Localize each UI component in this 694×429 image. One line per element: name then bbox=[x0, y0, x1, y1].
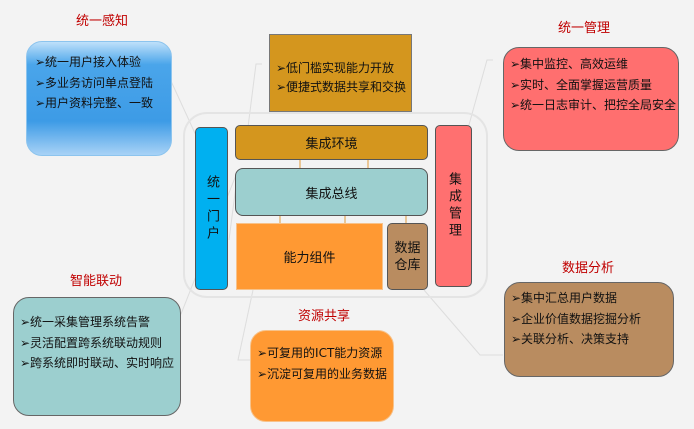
sharing-title: 资源共享 bbox=[297, 309, 350, 324]
openness-item: ➢低门槛实现能力开放 bbox=[276, 61, 395, 75]
bus-block: 集成总线 bbox=[235, 168, 428, 216]
analysis-item: ➢关联分析、决策支持 bbox=[511, 332, 630, 346]
management-box: ➢集中监控、高效运维 ➢实时、全面掌握运营质量 ➢统一日志审计、把控全局安全 bbox=[503, 47, 679, 151]
perception-item: ➢统一用户接入体验 bbox=[35, 55, 142, 69]
analysis-box: ➢集中汇总用户数据 ➢企业价值数据挖掘分析 ➢关联分析、决策支持 bbox=[504, 282, 674, 377]
management-item: ➢统一日志审计、把控全局安全 bbox=[510, 98, 677, 112]
perception-item: ➢用户资料完整、一致 bbox=[35, 96, 154, 110]
perception-item: ➢多业务访问单点登陆 bbox=[35, 75, 154, 90]
analysis-title: 数据分析 bbox=[561, 261, 614, 276]
analysis-item: ➢集中汇总用户数据 bbox=[511, 291, 618, 305]
linkage-box: ➢统一采集管理系统告警 ➢灵活配置跨系统联动规则 ➢跨系统即时联动、实时响应 bbox=[13, 297, 181, 416]
management-item: ➢集中监控、高效运维 bbox=[510, 57, 629, 71]
management-title: 统一管理 bbox=[557, 21, 610, 36]
perception-title: 统一感知 bbox=[75, 14, 128, 29]
openness-item: ➢便捷式数据共享和交换 bbox=[276, 80, 407, 94]
management-item: ➢实时、全面掌握运营质量 bbox=[510, 77, 653, 92]
core-container bbox=[183, 112, 488, 298]
sharing-item: ➢沉淀可复用的业务数据 bbox=[257, 366, 388, 381]
mgmt-block: 集成管理 bbox=[435, 125, 472, 287]
env-block: 集成环境 bbox=[235, 125, 428, 160]
sharing-box: ➢可复用的ICT能力资源 ➢沉淀可复用的业务数据 bbox=[250, 330, 394, 422]
analysis-item: ➢企业价值数据挖掘分析 bbox=[511, 311, 642, 326]
linkage-item: ➢跨系统即时联动、实时响应 bbox=[20, 356, 175, 370]
components-block: 能力组件 bbox=[236, 223, 383, 290]
warehouse-label: 数据仓库 bbox=[394, 240, 421, 273]
linkage-title: 智能联动 bbox=[69, 274, 122, 289]
portal-block: 统一门户 bbox=[195, 127, 228, 290]
openness-box: ➢低门槛实现能力开放 ➢便捷式数据共享和交换 bbox=[269, 34, 412, 112]
sharing-item: ➢可复用的ICT能力资源 bbox=[257, 346, 383, 360]
linkage-item: ➢灵活配置跨系统联动规则 bbox=[20, 335, 163, 350]
warehouse-block: 数据仓库 bbox=[387, 223, 428, 290]
perception-box: ➢统一用户接入体验 ➢多业务访问单点登陆 ➢用户资料完整、一致 bbox=[26, 41, 172, 156]
linkage-item: ➢统一采集管理系统告警 bbox=[20, 315, 151, 329]
